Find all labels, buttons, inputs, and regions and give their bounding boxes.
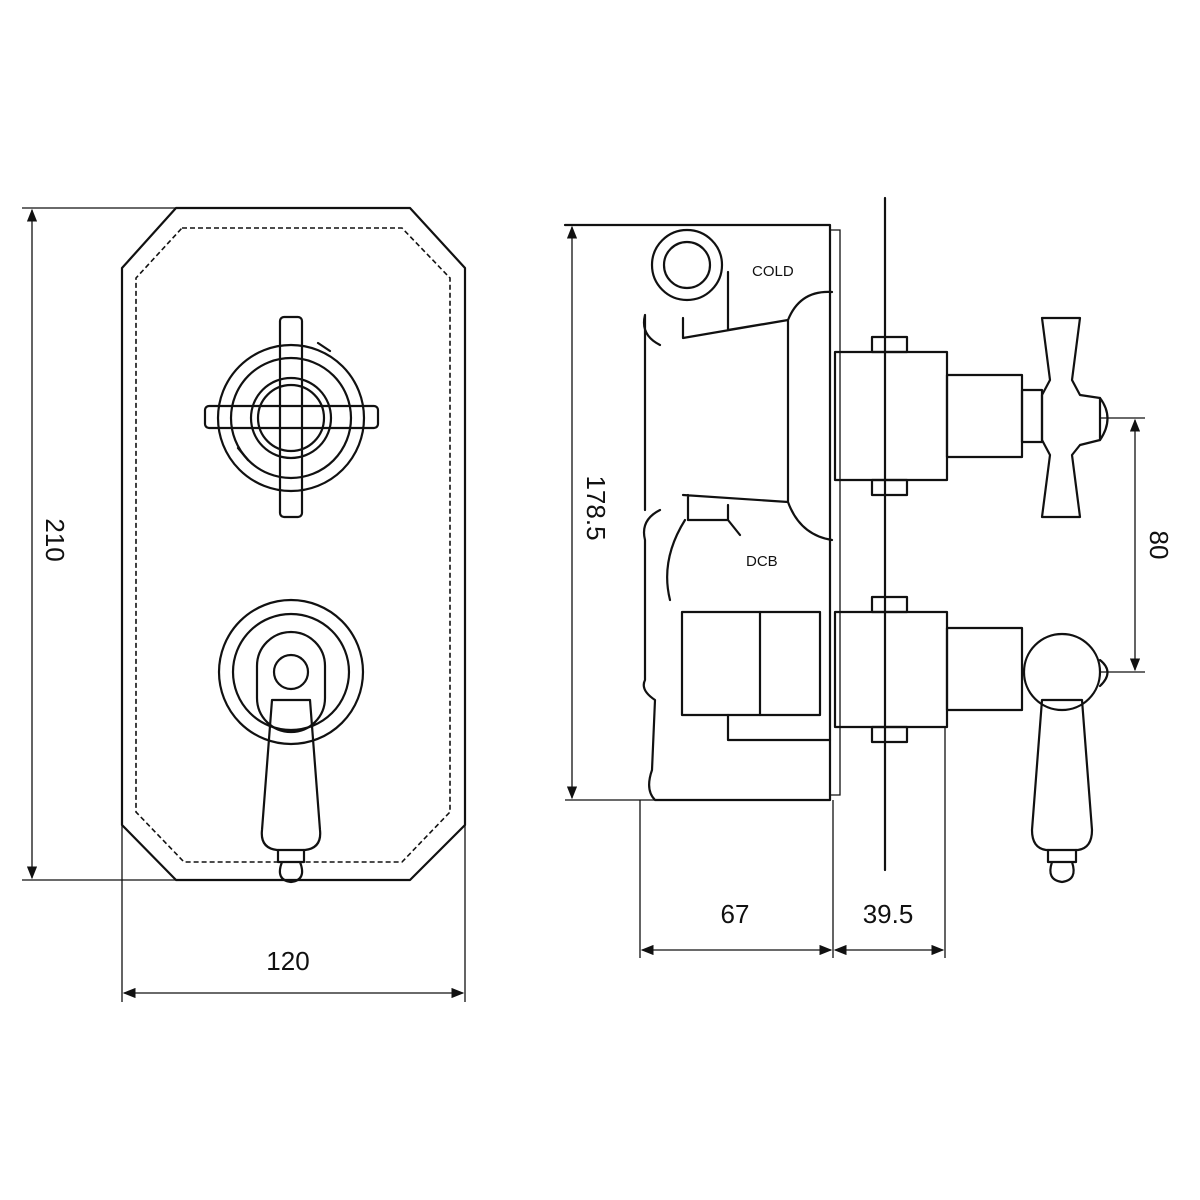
dim-67-label: 67	[721, 899, 750, 929]
faceplate-inner-dashed	[135, 227, 451, 863]
depth-dimension-67: 67	[639, 800, 834, 958]
centres-dimension-80: 80	[1100, 417, 1174, 673]
height-dimension-178-5: 178.5	[565, 225, 655, 801]
dim-39-5-label: 39.5	[863, 899, 914, 929]
projection-dimension-39-5: 39.5	[833, 727, 946, 958]
dcb-label: DCB	[746, 553, 778, 570]
dim-120-label: 120	[266, 946, 309, 976]
faceplate-outline	[120, 206, 467, 882]
thermostatic-cross-handle	[203, 315, 380, 519]
side-view: COLD DCB 178	[563, 196, 1174, 958]
cold-inlet-inner	[662, 240, 712, 290]
width-dimension-120: 120	[121, 825, 466, 1002]
dim-80-label: 80	[1144, 531, 1174, 560]
cold-label: COLD	[752, 263, 794, 280]
dim-210-label: 210	[40, 518, 70, 561]
lower-cartridge	[680, 595, 1109, 884]
height-dimension-210: 210	[22, 207, 176, 881]
valve-body-outline	[563, 223, 832, 802]
upper-cartridge	[833, 316, 1109, 519]
front-view: 210 120	[22, 206, 467, 1002]
dim-178-5-label: 178.5	[581, 475, 611, 540]
cold-inlet-outer	[650, 228, 724, 302]
diverter-lever-handle	[217, 598, 365, 884]
